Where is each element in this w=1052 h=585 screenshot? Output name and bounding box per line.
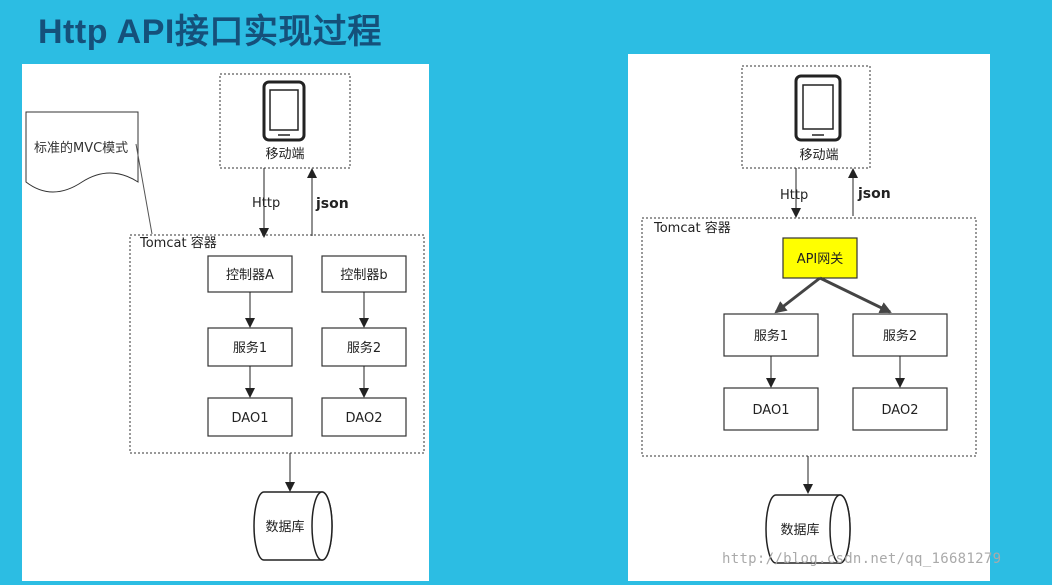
http-request-label: Http [252, 196, 280, 211]
dao-1-box [723, 387, 819, 431]
controller-a-label: 控制器A [226, 268, 274, 283]
json-response-label: json [857, 186, 891, 202]
left-diagram-panel: 标准的MVC模式 移动端 Http json Tomcat 容器 控制器A 控制… [22, 64, 429, 581]
service-1-label: 服务1 [233, 340, 267, 356]
mvc-note-shape [25, 111, 139, 193]
dao-2-label: DAO2 [882, 403, 919, 418]
mobile-box [219, 73, 351, 169]
database-label: 数据库 [265, 519, 304, 535]
tomcat-container-label: Tomcat 容器 [653, 220, 731, 236]
controller-b-box [321, 255, 407, 293]
tomcat-container [641, 217, 977, 457]
service-2-box [852, 313, 948, 357]
api-gateway-box [782, 237, 858, 279]
right-diagram: 移动端 Http json Tomcat 容器 API网关 服务1 服务2 DA… [641, 65, 977, 564]
page-title: Http API接口实现过程 [38, 13, 382, 51]
service-1-box [723, 313, 819, 357]
gateway-to-service-2-arrow [819, 276, 892, 314]
database-label: 数据库 [780, 522, 819, 538]
service-2-box [321, 327, 407, 367]
controller-b-label: 控制器b [340, 268, 387, 283]
dao-2-box [852, 387, 948, 431]
dao-1-label: DAO1 [232, 411, 269, 426]
mvc-note-text: 标准的MVC模式 [34, 140, 128, 156]
mobile-box [741, 65, 871, 169]
database-icon [765, 494, 851, 564]
gateway-to-service-1-arrow [774, 276, 821, 314]
left-diagram: 标准的MVC模式 移动端 Http json Tomcat 容器 控制器A 控制… [25, 73, 425, 561]
dao-2-label: DAO2 [346, 411, 383, 426]
service-2-label: 服务2 [883, 328, 917, 344]
mobile-label: 移动端 [799, 148, 838, 163]
mvc-note-connector [135, 143, 153, 235]
right-diagram-panel: 移动端 Http json Tomcat 容器 API网关 服务1 服务2 DA… [628, 54, 990, 581]
mobile-label: 移动端 [265, 147, 304, 162]
api-gateway-label: API网关 [797, 252, 844, 267]
phone-icon [794, 74, 842, 142]
phone-icon [262, 80, 306, 142]
dao-1-label: DAO1 [753, 403, 790, 418]
service-2-label: 服务2 [347, 340, 381, 356]
controller-a-box [207, 255, 293, 293]
watermark-url: http://blog.csdn.net/qq_16681279 [722, 551, 1002, 567]
dao-1-box [207, 397, 293, 437]
dao-2-box [321, 397, 407, 437]
json-response-label: json [315, 196, 349, 212]
http-request-label: Http [780, 188, 808, 203]
service-1-label: 服务1 [754, 328, 788, 344]
tomcat-container-label: Tomcat 容器 [139, 235, 217, 251]
database-icon [253, 491, 333, 561]
